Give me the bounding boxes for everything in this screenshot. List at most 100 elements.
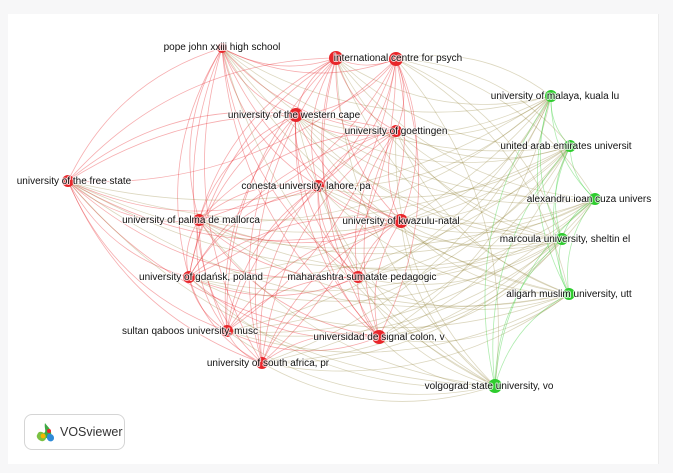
node-label: university of goettingen	[345, 126, 448, 137]
network-edge	[378, 336, 496, 387]
network-edge	[261, 220, 402, 364]
network-node[interactable]	[556, 233, 568, 245]
network-node[interactable]	[62, 175, 74, 187]
network-edge	[395, 58, 596, 200]
node-label: university of kwazulu-natal	[342, 216, 459, 227]
network-edge	[188, 276, 263, 364]
network-node[interactable]	[394, 214, 408, 228]
node-label: university of gdańsk, poland	[139, 272, 263, 283]
network-edge	[261, 238, 563, 364]
network-edge	[67, 58, 397, 183]
network-edge	[226, 57, 337, 332]
network-edge	[226, 330, 380, 352]
network-edge	[198, 198, 596, 255]
network-edge	[357, 220, 402, 278]
network-node[interactable]	[221, 325, 233, 337]
network-node[interactable]	[256, 357, 268, 369]
network-edge	[492, 145, 571, 387]
network-node[interactable]	[352, 271, 364, 283]
network-node[interactable]	[312, 180, 324, 192]
network-edge	[363, 130, 397, 338]
network-edge	[226, 276, 359, 332]
network-edge	[188, 276, 496, 388]
node-label: maharashtra sumatate pedagogic	[288, 272, 437, 283]
network-edge	[317, 185, 380, 338]
network-edge	[494, 198, 596, 387]
network-edge	[226, 58, 397, 332]
network-edge	[221, 47, 397, 132]
node-label: marcoula university, sheltin el	[500, 234, 630, 245]
network-node[interactable]	[390, 125, 402, 137]
network-edge	[67, 180, 319, 212]
network-edge	[198, 130, 397, 221]
network-node[interactable]	[545, 90, 557, 102]
network-edge	[357, 95, 552, 278]
network-edge	[317, 185, 563, 247]
network-edge	[569, 145, 596, 200]
network-node[interactable]	[488, 379, 502, 393]
network-edge	[254, 57, 337, 364]
network-edge	[357, 198, 596, 280]
network-edge	[189, 47, 223, 221]
network-edge	[188, 185, 319, 278]
network-node[interactable]	[389, 52, 403, 66]
network-node[interactable]	[183, 271, 195, 283]
network-edge	[221, 47, 496, 387]
network-canvas[interactable]	[8, 14, 659, 464]
network-edge	[261, 58, 397, 364]
network-edge	[378, 238, 563, 338]
network-edge	[226, 198, 596, 333]
network-edge	[67, 180, 402, 241]
network-edge	[395, 95, 552, 136]
network-edge	[261, 333, 380, 364]
network-node[interactable]	[372, 330, 386, 344]
network-edge	[395, 130, 496, 387]
network-edge	[67, 180, 263, 364]
logo-text: VOSviewer	[60, 425, 123, 439]
network-edge	[374, 220, 402, 338]
node-label: university of malaya, kuala lu	[491, 91, 619, 102]
network-edge	[221, 47, 402, 222]
network-edge	[67, 180, 380, 338]
network-edge	[198, 219, 263, 364]
network-edge	[198, 219, 563, 271]
network-edge	[188, 95, 552, 278]
network-edge	[221, 47, 552, 113]
network-node[interactable]	[289, 108, 303, 122]
network-edge	[188, 57, 337, 278]
network-edge	[198, 58, 397, 221]
network-node[interactable]	[217, 43, 227, 53]
network-edge	[539, 95, 563, 240]
network-edge	[67, 111, 297, 182]
network-edge	[395, 130, 570, 295]
network-node[interactable]	[329, 51, 343, 65]
network-edge	[196, 219, 228, 332]
network-edge	[317, 95, 552, 187]
network-labels: pope john xxiii high schoolinternational…	[16, 41, 653, 393]
network-edge	[494, 238, 563, 387]
network-node[interactable]	[589, 193, 601, 205]
network-node[interactable]	[564, 140, 576, 152]
network-edge	[188, 130, 397, 278]
network-edge	[188, 276, 359, 296]
network-edge	[224, 114, 297, 332]
network-edge	[295, 114, 496, 387]
network-edge	[67, 180, 596, 249]
network-edge	[335, 57, 397, 132]
network-edge	[295, 95, 552, 135]
network-edge	[357, 58, 406, 278]
network-edge	[400, 95, 552, 222]
node-label: pope john xxiii high school	[164, 42, 281, 53]
network-node[interactable]	[563, 288, 575, 300]
network-edge	[378, 198, 596, 338]
network-node[interactable]	[193, 214, 205, 226]
node-label: united arab emirates universit	[500, 141, 631, 152]
network-edge	[198, 219, 402, 244]
network-edge	[67, 57, 337, 182]
network-edge	[317, 145, 571, 198]
node-label: university of south africa, pr	[207, 358, 330, 369]
network-edge	[317, 185, 402, 222]
network-edge	[317, 185, 596, 224]
